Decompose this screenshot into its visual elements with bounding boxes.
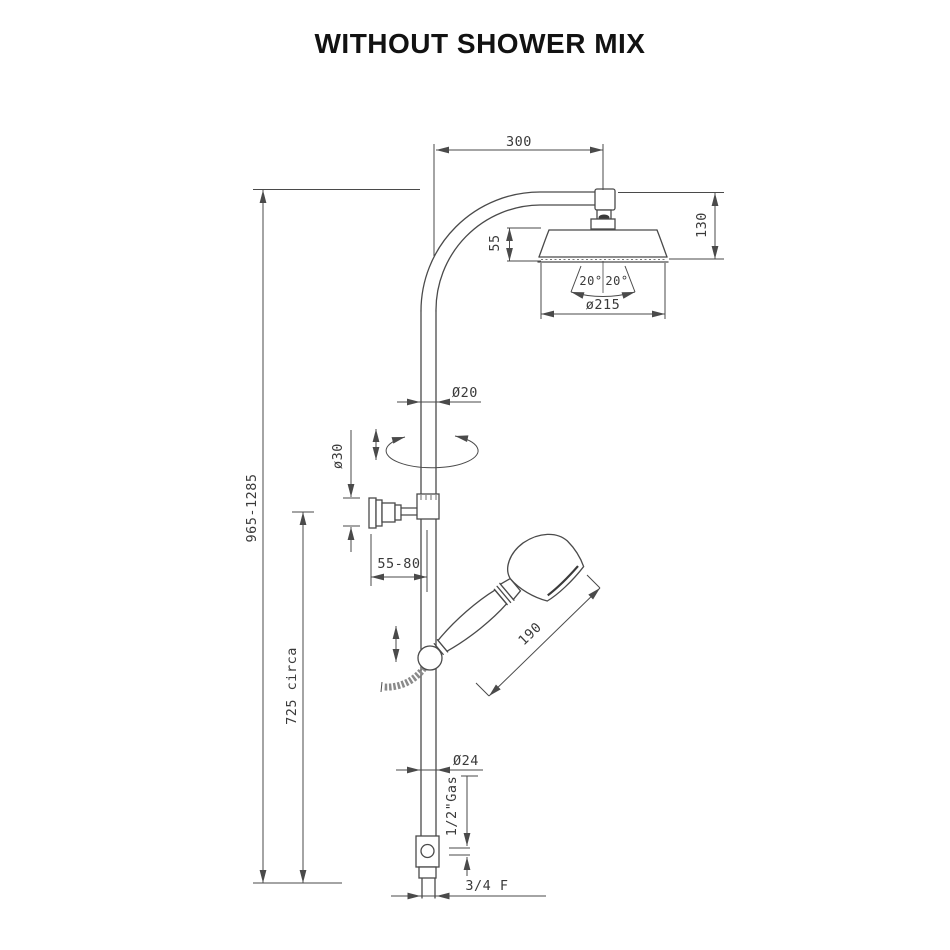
dim-190-label: 190 [515,619,545,648]
page-title: WITHOUT SHOWER MIX [315,28,646,59]
spray-angle-left-label: 20° [579,274,602,288]
bottom-supply-fitting [415,835,440,879]
dia-30-label: ø30 [330,443,346,469]
dim-wall-distance: 55-80 [370,530,428,592]
dim-965-1285-label: 965-1285 [244,473,260,542]
dim-pipe-diameter-24: Ø24 [396,753,483,774]
dim-inlet-thread: 1/2"Gas [444,775,478,876]
thread-half-gas-label: 1/2"Gas [444,776,460,836]
dim-130: 130 [618,192,724,260]
hand-shower [433,533,585,656]
rotation-arrow-symbol [385,435,479,469]
slider-holder [417,645,443,671]
arm-end-joint [590,188,616,230]
dim-300-label: 300 [506,134,532,150]
dim-total-height: 965-1285 [244,189,420,884]
dim-bracket-diameter-30: ø30 [330,430,360,552]
dim-55-head: 55 [487,227,541,262]
hand-shower-hose [380,665,427,693]
thread-3-4-label: 3/4 F [465,878,508,894]
dim-130-label: 130 [694,212,710,238]
wall-bracket [368,493,440,529]
overhead-shower-head [537,229,669,263]
dim-hand-shower-height: 725 circa [284,511,314,883]
dim-725-circa-label: 725 circa [284,647,300,725]
dia-24-label: Ø24 [453,753,479,769]
riser-column [420,191,597,899]
dia-20-label: Ø20 [452,385,478,401]
dim-head-diameter: ø215 [540,263,666,319]
spray-angle-right-label: 20° [605,274,628,288]
spray-angle-symbol: 20° 20° [570,261,636,299]
dim-300: 300 [433,134,604,256]
dim-55-label: 55 [487,234,503,251]
dia-215-label: ø215 [586,297,621,313]
dim-pipe-diameter-20: Ø20 [397,385,481,406]
dim-outlet-thread: 3/4 F [391,878,546,900]
dim-55-80-label: 55-80 [377,556,420,572]
